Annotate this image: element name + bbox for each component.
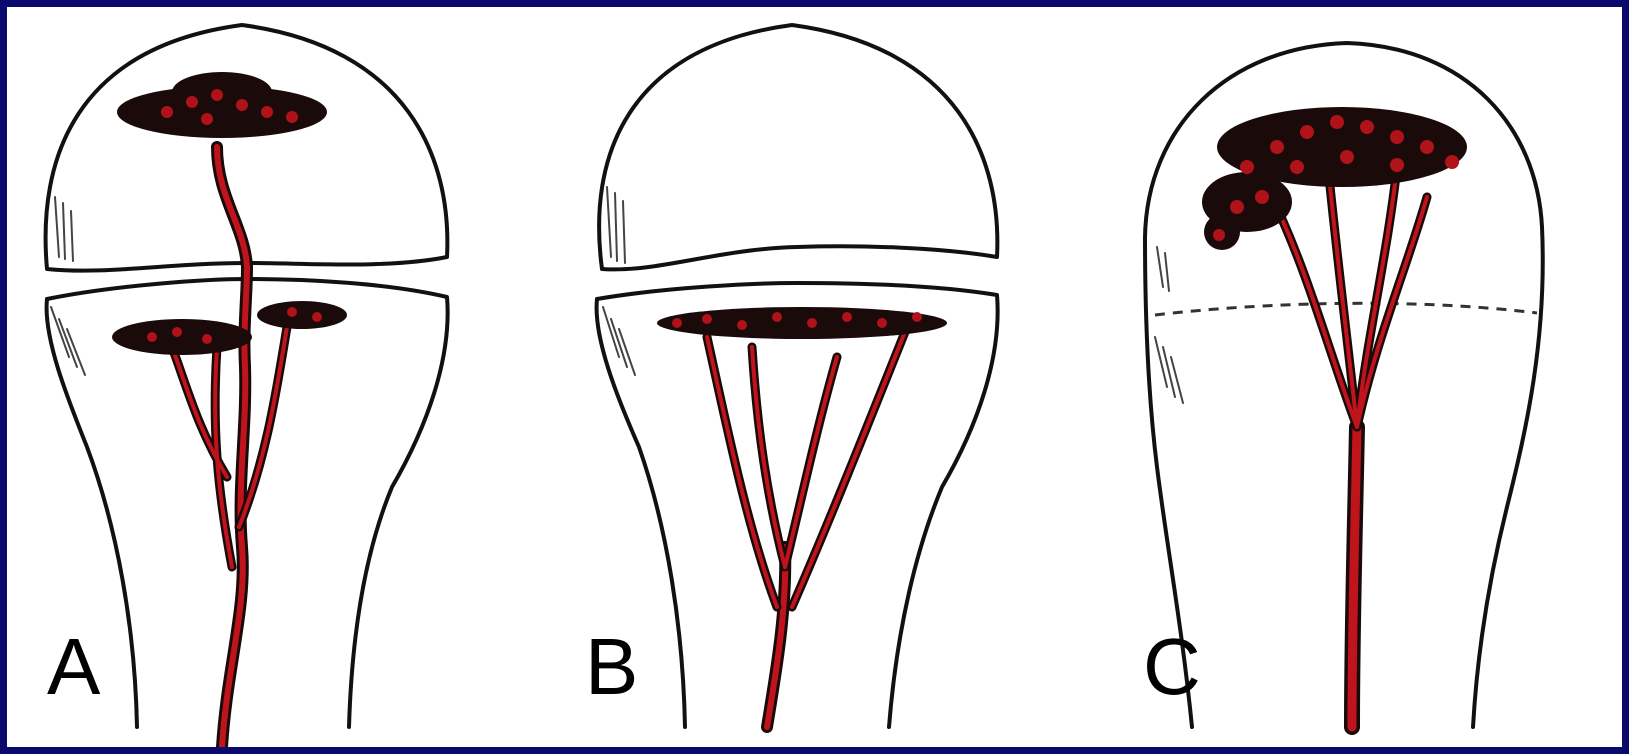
panel-a-metaphyseal-tuft-left xyxy=(112,319,252,355)
figure-frame: A B C xyxy=(7,7,1622,747)
bone-vascular-diagram xyxy=(7,7,1622,747)
panel-a xyxy=(46,25,448,747)
panel-label-b: B xyxy=(585,627,638,707)
panel-c-vessel-trunk-lumen xyxy=(1352,427,1357,727)
panel-a-vessel-trunk-lumen xyxy=(217,147,247,747)
panel-a-shading xyxy=(51,197,85,375)
panel-label-c: C xyxy=(1143,627,1201,707)
panel-b-epiphysis-outline xyxy=(599,25,997,269)
panel-b-shading xyxy=(603,187,635,375)
panel-label-a: A xyxy=(47,627,100,707)
panel-c xyxy=(1145,43,1543,727)
panel-a-epiphysis-outline xyxy=(46,25,448,271)
panel-a-metaphyseal-branches xyxy=(172,327,287,567)
panel-b-metaphyseal-tuft xyxy=(657,307,947,339)
panel-c-shading xyxy=(1155,247,1183,403)
panel-b xyxy=(597,25,998,727)
panel-a-metaphyseal-tuft-right xyxy=(257,301,347,329)
